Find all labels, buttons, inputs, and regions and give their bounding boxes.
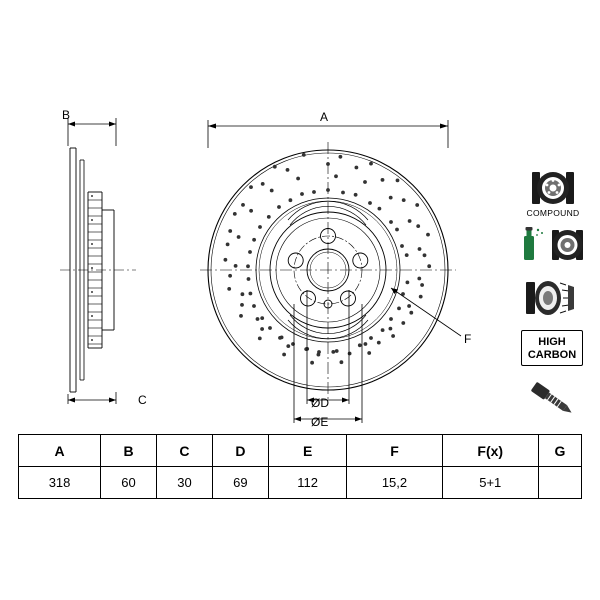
specification-table: A B C D E F F(x) G 318 60 30 69 112 15,2… bbox=[17, 434, 583, 499]
table-header-cell: A bbox=[17, 434, 102, 467]
dimension-label-f: F bbox=[464, 332, 472, 346]
table-header-cell: F bbox=[346, 434, 443, 467]
table-cell: 318 bbox=[17, 466, 102, 499]
table-cell bbox=[537, 466, 583, 499]
table-header-cell: D bbox=[211, 434, 269, 467]
side-view-drawing bbox=[60, 118, 136, 404]
table-header-cell: F(x) bbox=[441, 434, 539, 467]
table-cell: 30 bbox=[156, 466, 213, 499]
front-view-drawing bbox=[200, 120, 462, 423]
dimension-label-b: B bbox=[62, 108, 71, 122]
table-cell: 15,2 bbox=[346, 466, 443, 499]
high-carbon-line1: HIGH bbox=[538, 336, 566, 348]
compound-disc-icon: COMPOUND bbox=[518, 168, 588, 218]
disc-hub-icon bbox=[518, 276, 588, 320]
table-row: 318 60 30 69 112 15,2 5+1 bbox=[17, 466, 583, 499]
table-header-cell: B bbox=[100, 434, 157, 467]
bolt-icon bbox=[518, 378, 588, 420]
table-header-cell: C bbox=[156, 434, 213, 467]
table-cell: 69 bbox=[211, 466, 269, 499]
table-header-cell: E bbox=[267, 434, 348, 467]
table-cell: 60 bbox=[100, 466, 157, 499]
table-cell: 5+1 bbox=[441, 466, 539, 499]
coated-disc-icon bbox=[518, 224, 588, 266]
table-header-cell: G bbox=[537, 434, 583, 467]
high-carbon-icon: HIGH CARBON bbox=[521, 330, 583, 366]
dimension-label-c: C bbox=[138, 393, 147, 407]
dimension-label-diameter-e: ØE bbox=[311, 415, 329, 429]
compound-caption: COMPOUND bbox=[526, 208, 580, 218]
table-cell: 112 bbox=[267, 466, 348, 499]
table-header-row: A B C D E F F(x) G bbox=[17, 434, 583, 467]
high-carbon-line2: CARBON bbox=[527, 349, 577, 361]
dimension-label-diameter-d: ØD bbox=[311, 396, 329, 410]
dimension-label-a: A bbox=[320, 110, 329, 124]
